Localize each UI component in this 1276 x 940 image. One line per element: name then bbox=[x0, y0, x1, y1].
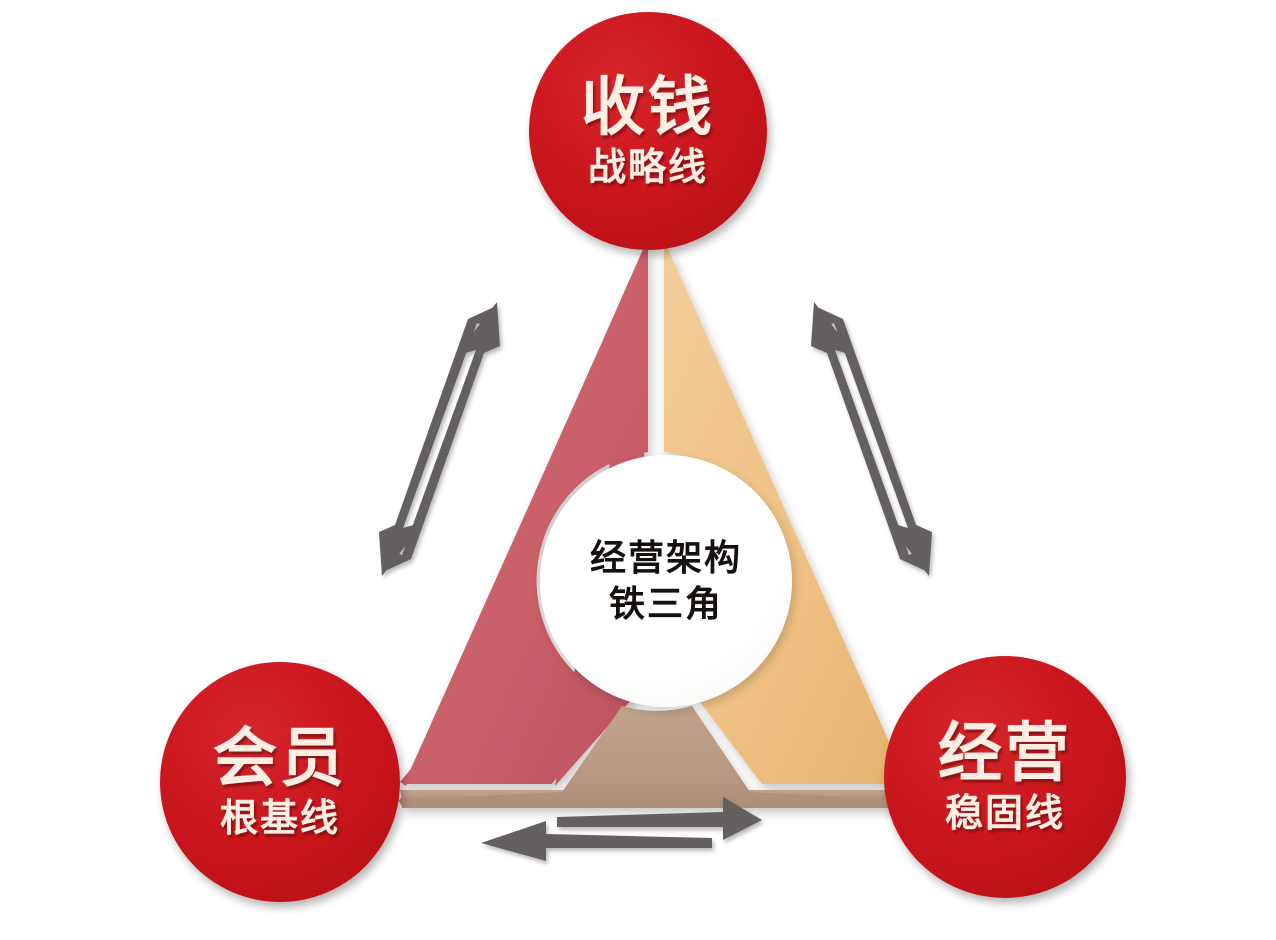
node-top-strategy[interactable]: 收钱 战略线 bbox=[529, 12, 767, 250]
node-top-title: 收钱 bbox=[581, 71, 715, 143]
node-right-subtitle: 稳固线 bbox=[944, 793, 1065, 835]
hub-center[interactable]: 经营架构 铁三角 bbox=[540, 455, 792, 707]
arrow-bottom-right bbox=[557, 797, 762, 840]
hub-line-1: 经营架构 bbox=[589, 536, 742, 578]
node-left-subtitle: 根基线 bbox=[219, 798, 340, 840]
segment-left-wedge-fill bbox=[404, 240, 648, 784]
hub-line-2: 铁三角 bbox=[608, 583, 723, 624]
segment-right-wedge bbox=[664, 240, 908, 784]
node-right-operation[interactable]: 经营 稳固线 bbox=[884, 656, 1126, 898]
arrow-right-down bbox=[817, 307, 932, 576]
arrow-left-down bbox=[379, 307, 494, 576]
node-left-title: 会员 bbox=[213, 722, 347, 794]
node-right-title: 经营 bbox=[938, 717, 1072, 789]
arrow-bottom-left bbox=[481, 821, 712, 861]
segment-bottom-wedge-body bbox=[400, 708, 908, 808]
arrow-left-pair bbox=[379, 302, 500, 576]
arrow-right-up bbox=[811, 302, 926, 571]
node-top-subtitle: 战略线 bbox=[587, 147, 708, 189]
node-left-membership[interactable]: 会员 根基线 bbox=[160, 662, 400, 902]
arrow-bottom-pair bbox=[481, 797, 762, 861]
arrow-right-pair bbox=[811, 302, 932, 576]
arrow-left-up bbox=[385, 302, 500, 571]
